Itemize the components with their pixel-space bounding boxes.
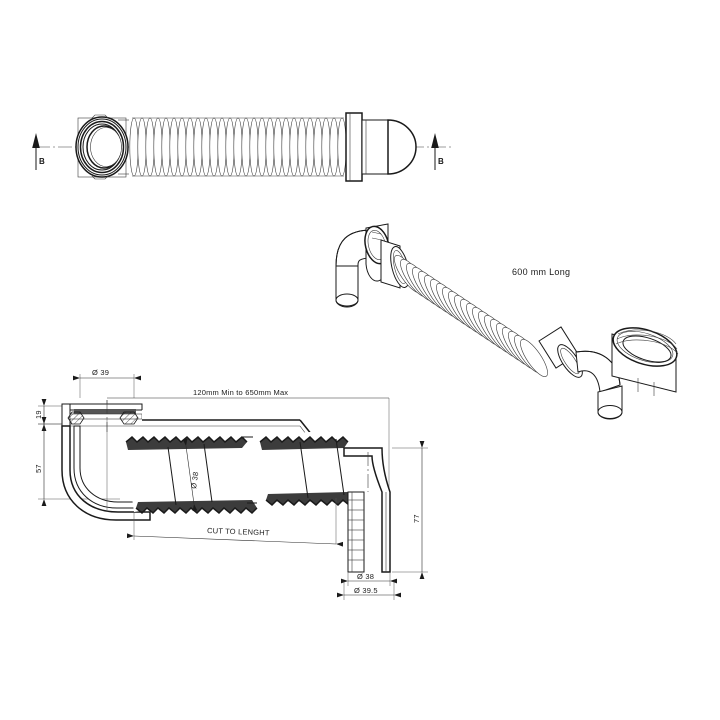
- coupling-nut-left: [75, 114, 133, 180]
- view-top-elevation: B B: [32, 112, 452, 182]
- dim-label-bore-top: Ø 39: [92, 368, 109, 377]
- section-marker-right: B: [431, 133, 444, 170]
- section-arrow-right-head: [431, 133, 439, 148]
- corrugated-hose-top: [129, 117, 347, 177]
- dim-label-cut-to-length: CUT TO LENGHT: [207, 526, 270, 537]
- cap-body: [361, 119, 389, 175]
- break-symbol: [243, 436, 257, 504]
- dim-label-height-lower: 57: [34, 464, 43, 473]
- outlet-ribs: [348, 499, 364, 561]
- seal-gasket: [74, 409, 136, 414]
- end-cap-right: [345, 112, 417, 182]
- iso-corrugated-hose: [394, 255, 548, 377]
- view-section-bb: Ø 39 120mm Min to 650mm Max 19: [34, 368, 428, 600]
- dim-label-hose-bore: Ø 38: [189, 471, 200, 489]
- outlet-outer-wall: [343, 447, 391, 573]
- section-hose-right: [258, 430, 355, 507]
- section-arrow-left-head: [32, 133, 40, 148]
- iso-rings: [394, 255, 548, 377]
- section-outlet-spigot: [343, 447, 391, 573]
- thread-lines: [615, 329, 679, 355]
- dim-label-outlet-bore: Ø 38: [357, 572, 374, 581]
- section-letter-right: B: [438, 157, 444, 166]
- dim-outlet-od: Ø 39.5: [337, 581, 401, 600]
- dim-label-outlet-od: Ø 39.5: [354, 586, 378, 595]
- section-top-flange: [61, 400, 143, 432]
- iso-outlet-right: [538, 326, 679, 420]
- dim-outlet-height: 77: [392, 441, 428, 579]
- view-isometric: 600 mm Long: [335, 223, 679, 420]
- dim-bore-top: Ø 39: [73, 368, 141, 398]
- dim-cut-to-length: CUT TO LENGHT: [126, 498, 344, 547]
- dim-outlet-bore: Ø 38: [341, 572, 397, 586]
- section-letter-left: B: [39, 157, 45, 166]
- dim-hose-bore: Ø 38: [182, 438, 200, 512]
- section-marker-left: B: [32, 133, 45, 170]
- cap-dome: [387, 119, 417, 175]
- iso-length-note: 600 mm Long: [512, 267, 570, 277]
- dim-label-outlet-height: 77: [412, 514, 421, 523]
- dim-label-height-upper: 19: [34, 410, 43, 419]
- cap-flange: [345, 112, 363, 182]
- elbow-outer-wall: [61, 425, 151, 521]
- dim-label-length-range: 120mm Min to 650mm Max: [193, 388, 288, 397]
